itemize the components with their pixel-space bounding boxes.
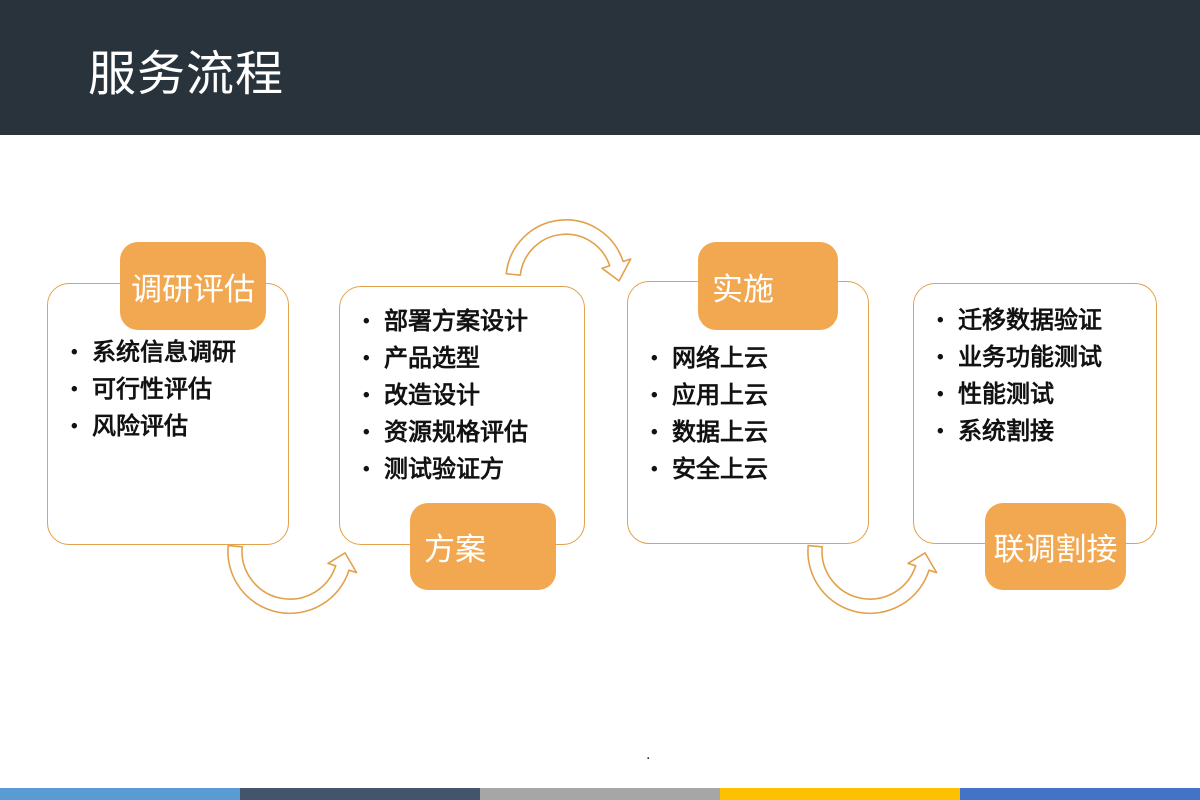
bullet-icon: • xyxy=(651,422,658,443)
bullet-icon: • xyxy=(651,459,658,480)
list-item: • 产品选型 xyxy=(363,340,580,377)
list-item-label: 应用上云 xyxy=(672,382,768,409)
bullet-icon: • xyxy=(71,379,78,400)
list-item-label: 风险评估 xyxy=(92,413,188,440)
list-item: • 测试验证方 xyxy=(363,451,580,488)
stage-box-plan: • 部署方案设计 • 产品选型 • 改造设计 • 资源规格评估 • 测试验证方 xyxy=(339,286,585,545)
bullet-icon: • xyxy=(651,385,658,406)
list-item: • 风险评估 xyxy=(71,408,284,445)
bullet-icon: • xyxy=(363,459,370,480)
arrow-research-to-plan-icon xyxy=(227,544,358,615)
theme-strip-segment-4 xyxy=(720,788,960,800)
bullet-icon: • xyxy=(937,310,944,331)
stage-tab-implement: 实施 xyxy=(698,242,838,330)
list-item-label: 系统信息调研 xyxy=(92,339,236,366)
list-item-label: 产品选型 xyxy=(384,345,480,372)
arrow-plan-to-implement-icon xyxy=(505,219,632,282)
list-item: • 资源规格评估 xyxy=(363,414,580,451)
list-item-label: 安全上云 xyxy=(672,456,768,483)
stage-tab-label: 调研评估 xyxy=(131,271,255,307)
theme-strip-segment-5 xyxy=(960,788,1200,800)
stage-cutover-items: • 迁移数据验证 • 业务功能测试 • 性能测试 • 系统割接 xyxy=(937,302,1152,450)
stage-tab-plan: 方案 xyxy=(410,503,556,590)
bullet-icon: • xyxy=(71,342,78,363)
list-item-label: 部署方案设计 xyxy=(384,308,528,335)
theme-strip-segment-2 xyxy=(240,788,480,800)
stage-research-items: • 系统信息调研 • 可行性评估 • 风险评估 xyxy=(71,334,284,445)
stage-plan-items: • 部署方案设计 • 产品选型 • 改造设计 • 资源规格评估 • 测试验证方 xyxy=(363,303,580,488)
list-item-label: 数据上云 xyxy=(672,419,768,446)
page-title: 服务流程 xyxy=(88,48,285,101)
bullet-icon: • xyxy=(363,422,370,443)
list-item: • 可行性评估 xyxy=(71,371,284,408)
list-item-label: 改造设计 xyxy=(384,382,480,409)
stray-period: . xyxy=(646,746,651,763)
bullet-icon: • xyxy=(651,348,658,369)
list-item-label: 迁移数据验证 xyxy=(958,307,1102,334)
list-item-label: 资源规格评估 xyxy=(384,419,528,446)
bullet-icon: • xyxy=(363,348,370,369)
list-item: • 性能测试 xyxy=(937,376,1152,413)
theme-strip xyxy=(0,788,1200,800)
bullet-icon: • xyxy=(937,421,944,442)
bullet-icon: • xyxy=(363,311,370,332)
stage-tab-research: 调研评估 xyxy=(120,242,266,330)
theme-strip-segment-3 xyxy=(480,788,720,800)
list-item-label: 测试验证方 xyxy=(384,456,504,483)
arrow-implement-to-cutover-icon xyxy=(807,544,938,615)
stage-tab-label: 实施 xyxy=(712,271,774,307)
list-item: • 网络上云 xyxy=(651,340,864,377)
list-item-label: 性能测试 xyxy=(958,381,1054,408)
stage-implement-items: • 网络上云 • 应用上云 • 数据上云 • 安全上云 xyxy=(651,340,864,488)
list-item: • 系统割接 xyxy=(937,413,1152,450)
list-item: • 业务功能测试 xyxy=(937,339,1152,376)
list-item: • 改造设计 xyxy=(363,377,580,414)
list-item: • 应用上云 xyxy=(651,377,864,414)
bullet-icon: • xyxy=(363,385,370,406)
bullet-icon: • xyxy=(71,416,78,437)
bullet-icon: • xyxy=(937,347,944,368)
stage-tab-label: 联调割接 xyxy=(993,532,1118,567)
stage-tab-cutover: 联调割接 xyxy=(985,503,1126,590)
list-item-label: 网络上云 xyxy=(672,345,768,372)
stage-tab-label: 方案 xyxy=(424,532,486,567)
list-item: • 安全上云 xyxy=(651,451,864,488)
list-item-label: 业务功能测试 xyxy=(958,344,1102,371)
list-item: • 部署方案设计 xyxy=(363,303,580,340)
list-item: • 数据上云 xyxy=(651,414,864,451)
list-item: • 迁移数据验证 xyxy=(937,302,1152,339)
stage-box-implement: • 网络上云 • 应用上云 • 数据上云 • 安全上云 xyxy=(627,281,869,544)
theme-strip-segment-1 xyxy=(0,788,240,800)
bullet-icon: • xyxy=(937,384,944,405)
stage-box-cutover: • 迁移数据验证 • 业务功能测试 • 性能测试 • 系统割接 xyxy=(913,283,1157,544)
list-item: • 系统信息调研 xyxy=(71,334,284,371)
list-item-label: 可行性评估 xyxy=(92,376,212,403)
list-item-label: 系统割接 xyxy=(958,418,1054,445)
slide-header: 服务流程 xyxy=(0,0,1200,135)
